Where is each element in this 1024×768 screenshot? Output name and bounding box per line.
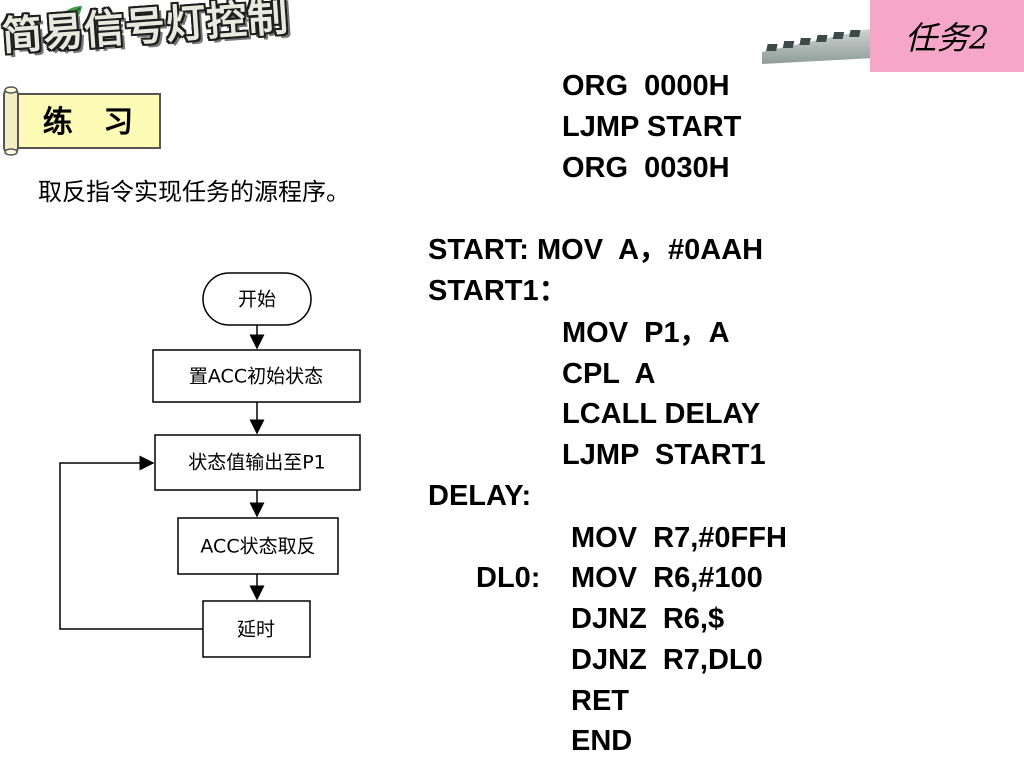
- practice-label: 练 习: [42, 105, 144, 140]
- code-cpl: CPL A: [562, 358, 656, 390]
- task-description: 取反指令实现任务的源程序。: [38, 178, 350, 206]
- code-djnz-r7: DJNZ R7,DL0: [571, 644, 763, 676]
- code-djnz-r6: DJNZ R6,$: [571, 603, 725, 635]
- flowchart: 开始 置ACC初始状态 状态值输出至P1 ACC状态取反 延时: [59, 272, 361, 658]
- keyboard-image: [762, 28, 874, 64]
- code-ret: RET: [571, 685, 629, 717]
- code-org1: ORG 0000H: [562, 70, 730, 102]
- code-end: END: [571, 725, 633, 757]
- code-delay-label: DELAY:: [428, 480, 532, 512]
- code-mov-r7: MOV R7,#0FFH: [571, 522, 787, 554]
- flow-step3-text: ACC状态取反: [200, 536, 315, 558]
- code-mov-p1: MOV P1，A: [562, 317, 730, 349]
- code-ljmp-start1: LJMP START1: [562, 439, 766, 471]
- scroll-icon: [3, 86, 161, 156]
- flow-step4-node: [202, 600, 311, 658]
- leaf-icon: [49, 6, 82, 35]
- flow-step2-text: 状态值输出至P1: [188, 452, 326, 474]
- task-tag: 任务2: [870, 0, 1024, 72]
- flow-step1-text: 置ACC初始状态: [189, 366, 323, 388]
- flow-step1-node: [152, 349, 361, 403]
- code-lcall: LCALL DELAY: [562, 398, 761, 430]
- code-dl0-label: DL0:: [476, 562, 541, 594]
- flow-step3-node: [177, 517, 339, 575]
- page-title: 简易信号灯控制: [0, 0, 291, 61]
- flow-loop-arrow: [59, 455, 203, 630]
- flow-step4-text: 延时: [237, 619, 275, 641]
- code-ljmp-start: LJMP START: [562, 111, 742, 143]
- code-start1-label: START1：: [428, 275, 568, 307]
- code-start-line: START: MOV A，#0AAH: [428, 234, 764, 266]
- task-tag-label: 任务2: [904, 19, 990, 57]
- code-mov-r6: MOV R6,#100: [571, 562, 763, 594]
- code-org2: ORG 0030H: [562, 152, 730, 184]
- flow-start-text: 开始: [238, 289, 276, 311]
